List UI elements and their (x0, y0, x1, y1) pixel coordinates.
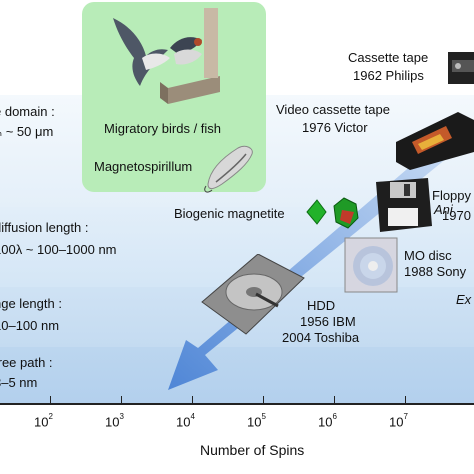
free-path-scale-label: free path : (0, 355, 53, 370)
migratory-birds-icon (113, 8, 220, 104)
x-axis-tick-label: 104 (176, 412, 195, 430)
hdd-label: HDD (307, 298, 336, 313)
magnetospirillum-label: Magnetospirillum (94, 159, 193, 174)
domain-scale-value: ₘ ~ 50 μm (0, 124, 54, 139)
mo-disc-label: MO disc (404, 248, 452, 263)
magnetite-crystal-icon (306, 197, 359, 229)
video-cassette-label: Video cassette tape (276, 102, 390, 117)
x-axis-label: Number of Spins (200, 442, 305, 458)
exchange-scale-value: 10–100 nm (0, 318, 60, 333)
hard-disk-icon (201, 254, 305, 335)
floppy-disk-icon (376, 178, 432, 232)
mo-disc-icon (344, 237, 398, 293)
diffusion-scale-label: diffusion length : (0, 220, 89, 235)
x-axis-tick (120, 396, 122, 404)
x-axis-tick (49, 396, 51, 404)
domain-scale-label: e domain : (0, 104, 55, 119)
cassette-tape-detail: 1962 Philips (353, 68, 424, 83)
mo-disc-detail: 1988 Sony (404, 264, 467, 279)
x-axis-tick-label: 102 (34, 412, 53, 430)
video-cassette-detail: 1976 Victor (302, 120, 368, 135)
floppy-label: Floppy (432, 188, 472, 203)
hdd-detail-1: 1956 IBM (300, 314, 356, 329)
band-axis (0, 403, 474, 474)
magnetospirillum-icon (204, 145, 253, 193)
diffusion-scale-value: 100λ ~ 100–1000 nm (0, 242, 117, 257)
hdd-detail-2: 2004 Toshiba (282, 330, 360, 345)
x-axis-tick-label: 106 (318, 412, 337, 430)
exchange-scale-label: nge length : (0, 296, 62, 311)
band-free-path (0, 347, 474, 403)
side-label-top: Ani (434, 202, 453, 217)
x-axis-tick-label: 107 (389, 412, 408, 430)
x-axis-tick (333, 396, 335, 404)
x-axis-line (0, 403, 474, 405)
x-axis-tick (191, 396, 193, 404)
cassette-tape-label: Cassette tape (348, 50, 429, 65)
cassette-tape-icon (448, 52, 474, 84)
free-path-scale-value: 3–5 nm (0, 375, 38, 390)
x-axis-tick (404, 396, 406, 404)
biogenic-magnetite-label: Biogenic magnetite (174, 206, 285, 221)
x-axis-tick-label: 103 (105, 412, 124, 430)
migratory-birds-label: Migratory birds / fish (104, 121, 222, 136)
floppy-detail: 1970 (442, 208, 471, 223)
x-axis-tick-label: 105 (247, 412, 266, 430)
x-axis-tick (262, 396, 264, 404)
side-label-bottom: Ex (456, 292, 472, 307)
video-cassette-icon (396, 112, 474, 170)
